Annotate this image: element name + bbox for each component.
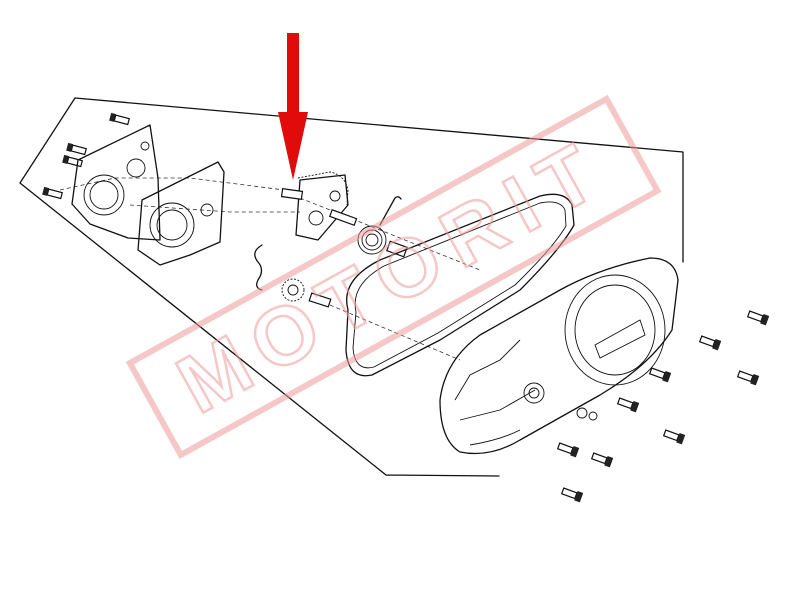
bolt [109,112,131,126]
cover-bolt [560,487,584,503]
cover-bolt [736,370,760,386]
bolt-group-left [42,112,131,200]
assembly-boundary [19,97,684,477]
kick-gear [280,171,358,241]
cover-bolt [590,452,614,468]
cover-bolt [616,397,640,413]
bolt [62,154,84,168]
back-plate [71,124,161,241]
washer [576,407,598,421]
cover-bolt [556,442,580,458]
clip [254,244,263,291]
pinion-gear [281,278,305,302]
cover-bolt [648,367,672,383]
crankcase-cover [439,257,679,455]
cover-bolt [662,429,686,445]
cover-bolt [746,310,770,326]
gasket-plate [137,161,225,266]
watermark: MOTORIT [125,94,662,460]
pin [308,292,332,308]
cover-gasket [345,193,575,377]
bolt-group-right [556,310,770,503]
bolt [66,142,88,156]
bolt [42,186,64,200]
cover-bolt [698,335,722,351]
watermark-text: MOTORIT [163,121,622,431]
indicator-arrow [278,33,308,180]
